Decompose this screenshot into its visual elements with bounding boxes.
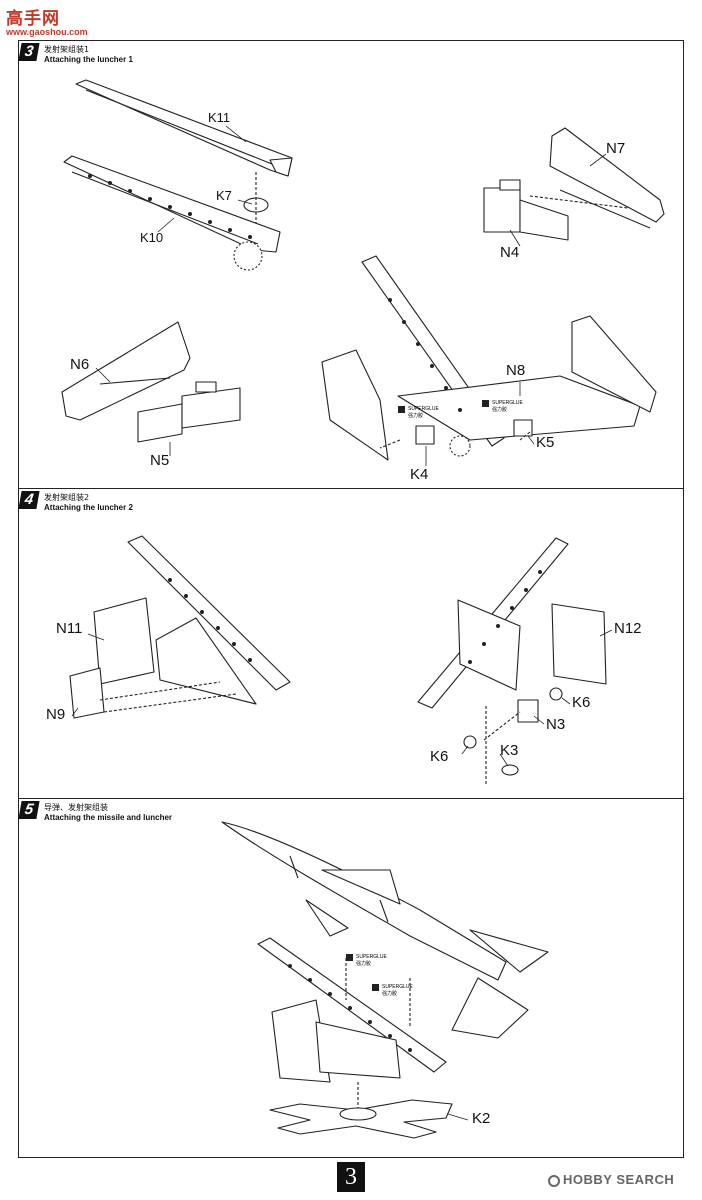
label-n6: N6	[70, 356, 90, 373]
label-k3: K3	[500, 742, 519, 759]
assembled-launcher-step4-right	[417, 537, 607, 784]
superglue-tag: SUPERGLUE 强力胶	[372, 984, 414, 997]
superglue-en: SUPERGLUE	[492, 400, 524, 406]
step-title-zh: 发射架组装1	[44, 45, 90, 54]
superglue-tag: SUPERGLUE 强力胶	[346, 954, 388, 967]
superglue-en: SUPERGLUE	[408, 406, 440, 412]
label-k7: K7	[216, 188, 232, 203]
assembled-launcher-step4-left	[69, 535, 291, 719]
step-3: 3 发射架组装1 Attaching the luncher 1	[18, 40, 684, 488]
watermark-site: www.gaoshou.com	[6, 27, 88, 37]
superglue-tag: SUPERGLUE 强力胶	[398, 406, 440, 419]
superglue-zh: 强力胶	[408, 412, 423, 419]
label-n4: N4	[500, 244, 520, 261]
part-n6-bracket	[61, 321, 191, 421]
brand-text: HOBBY SEARCH	[563, 1172, 675, 1187]
missile-illustration	[221, 821, 549, 1039]
part-n4	[483, 179, 629, 241]
label-k11: K11	[208, 110, 231, 125]
label-k6-left: K6	[430, 748, 449, 765]
watermark-glyphs: 高手网	[6, 9, 60, 29]
label-n5: N5	[150, 452, 170, 469]
page-number: 3	[337, 1162, 365, 1192]
part-k2-base	[269, 1099, 453, 1139]
superglue-en: SUPERGLUE	[382, 984, 414, 990]
label-k5: K5	[536, 434, 555, 451]
label-n7: N7	[606, 140, 626, 157]
label-k6-right: K6	[572, 694, 591, 711]
label-k4: K4	[410, 466, 429, 483]
leader-lines	[71, 125, 613, 1121]
step-title-en: Attaching the missile and luncher	[44, 813, 173, 822]
hobbysearch-watermark: HOBBY SEARCH	[548, 1172, 674, 1187]
step-title-zh: 导弹、发射架组装	[44, 803, 108, 812]
part-n5	[137, 381, 241, 443]
hobbysearch-icon	[548, 1175, 560, 1187]
step-4: 4 发射架组装2 Attaching the luncher 2	[18, 488, 684, 798]
step-title-zh: 发射架组装2	[44, 493, 90, 502]
superglue-tag: SUPERGLUE 强力胶	[482, 400, 524, 413]
superglue-tags: SUPERGLUE 强力胶 SUPERGLUE 强力胶 SUPERGLUE 强力…	[346, 400, 524, 997]
part-k11-rail	[75, 79, 293, 177]
label-n12: N12	[614, 620, 642, 637]
k10-holes	[88, 174, 252, 239]
launcher5-holes	[288, 964, 412, 1052]
launcher4-left-holes	[168, 578, 252, 662]
superglue-zh: 强力胶	[356, 960, 371, 967]
superglue-en: SUPERGLUE	[356, 954, 388, 960]
launcher3-holes	[388, 298, 462, 412]
label-n9: N9	[46, 706, 66, 723]
part-k10-rail	[63, 155, 281, 271]
launcher-step5	[257, 937, 447, 1112]
label-n11: N11	[56, 620, 83, 637]
part-n7-bracket	[549, 127, 665, 229]
launcher4-right-holes	[468, 570, 542, 664]
label-k10: K10	[140, 230, 164, 245]
step-title-en: Attaching the luncher 2	[44, 503, 133, 512]
superglue-zh: 强力胶	[492, 406, 507, 413]
step-title-en: Attaching the luncher 1	[44, 55, 133, 64]
superglue-zh: 强力胶	[382, 990, 397, 997]
label-n3: N3	[546, 716, 566, 733]
assembled-launcher-step3	[321, 255, 657, 461]
watermark-logo: 高手网 www.gaoshou.com	[6, 4, 96, 38]
label-k2: K2	[472, 1110, 491, 1127]
step-5: 5 导弹、发射架组装 Attaching the missile and lun…	[18, 798, 684, 1158]
label-n8: N8	[506, 362, 526, 379]
